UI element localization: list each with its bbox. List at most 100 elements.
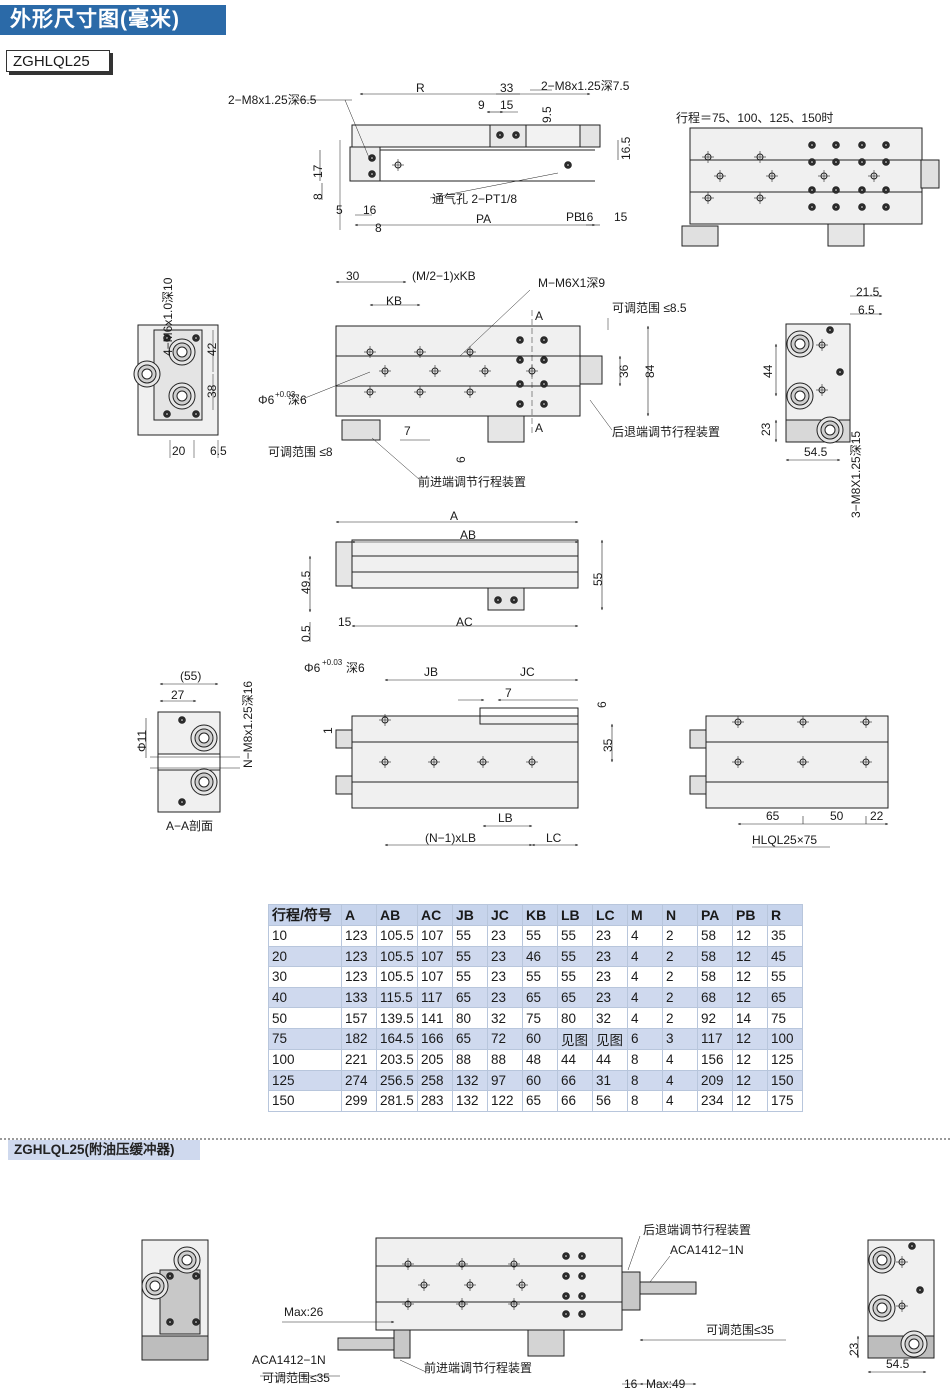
table-cell: 75 (268, 1027, 342, 1050)
svg-text:33: 33 (500, 81, 514, 95)
table-cell: 75 (767, 1007, 803, 1029)
svg-text:54.5: 54.5 (886, 1357, 910, 1371)
table-cell: 75 (522, 1007, 558, 1029)
svg-text:(55): (55) (180, 669, 201, 683)
table-header-cell: KB (522, 904, 558, 926)
table-cell: 107 (417, 966, 453, 988)
svg-text:后退端调节行程装置: 后退端调节行程装置 (612, 424, 720, 439)
table-cell: 283 (417, 1090, 453, 1112)
table-cell: 8 (627, 1069, 663, 1092)
svg-text:9: 9 (478, 98, 485, 112)
table-cell: 见图 (592, 1027, 628, 1050)
table-cell: 88 (452, 1048, 488, 1071)
table-cell: 12 (732, 1027, 768, 1050)
table-cell: 66 (557, 1090, 593, 1112)
table-cell: 4 (627, 945, 663, 968)
table-cell: 88 (487, 1048, 523, 1071)
table-cell: 258 (417, 1069, 453, 1092)
table-header-cell: PB (732, 904, 768, 926)
view-bottom-plan-dims: Φ6 +0.03 深6 JB JC 7 6 1 35 LB (N−1)xLB L… (304, 658, 615, 845)
table-cell: 50 (268, 1007, 342, 1029)
table-header-cell: PA (697, 904, 733, 926)
table-cell: 46 (522, 945, 558, 968)
table-cell: 12 (732, 925, 768, 947)
page-title: 外形尺寸图(毫米) (0, 5, 226, 35)
svg-text:8: 8 (311, 193, 325, 200)
svg-text:JC: JC (520, 665, 535, 679)
table-cell: 107 (417, 945, 453, 968)
table-cell: 2 (662, 945, 698, 968)
view-absorber-end-right (856, 1239, 935, 1374)
table-cell: 4 (662, 1090, 698, 1112)
table-cell: 2 (662, 1007, 698, 1029)
table-cell: 166 (417, 1027, 453, 1050)
table-cell: 2 (662, 966, 698, 988)
view-top-section (298, 89, 619, 230)
table-cell: 23 (487, 966, 523, 988)
svg-text:15: 15 (338, 615, 352, 629)
svg-text:16: 16 (624, 1377, 638, 1391)
svg-text:A: A (535, 309, 543, 323)
svg-text:50: 50 (830, 809, 844, 823)
svg-text:PA: PA (476, 212, 491, 226)
svg-text:前进端调节行程装置: 前进端调节行程装置 (424, 1360, 532, 1375)
svg-text:后退端调节行程装置: 后退端调节行程装置 (643, 1222, 751, 1237)
view-end-left-dims: 4−M6x1.0深10 42 38 20 6.5 (161, 277, 227, 458)
table-cell: 10 (268, 925, 342, 947)
table-cell: 123 (341, 925, 377, 947)
table-cell: 35 (767, 925, 803, 947)
section-title: ZGHLQL25(附油压缓冲器) (8, 1140, 200, 1160)
svg-text:+0.03: +0.03 (322, 658, 343, 667)
table-cell: 68 (697, 986, 733, 1009)
view-side-dims: A AB AC 15 49.5 0.5 55 (299, 509, 605, 642)
svg-text:23: 23 (759, 422, 773, 436)
svg-text:AC: AC (456, 615, 473, 629)
svg-text:Φ6: Φ6 (304, 661, 321, 675)
svg-text:4−M6x1.0深10: 4−M6x1.0深10 (161, 277, 175, 356)
table-cell: 60 (522, 1069, 558, 1092)
svg-text:35: 35 (601, 738, 615, 752)
svg-text:16.5: 16.5 (619, 136, 633, 160)
table-cell: 56 (592, 1090, 628, 1112)
table-cell: 221 (341, 1048, 377, 1071)
table-cell: 45 (767, 945, 803, 968)
table-cell: 3 (662, 1027, 698, 1050)
table-cell: 4 (662, 1069, 698, 1092)
svg-text:Φ11: Φ11 (135, 730, 149, 752)
table-cell: 23 (592, 966, 628, 988)
table-cell: 123 (341, 966, 377, 988)
svg-text:16: 16 (580, 210, 594, 224)
svg-text:42: 42 (205, 342, 219, 356)
table-cell: 12 (732, 945, 768, 968)
table-cell: 65 (452, 1027, 488, 1050)
table-cell: 139.5 (376, 1007, 418, 1029)
table-cell: 40 (268, 986, 342, 1009)
table-cell: 55 (522, 966, 558, 988)
table-cell: 60 (522, 1027, 558, 1050)
table-cell: 175 (767, 1090, 803, 1112)
svg-text:可调范围 ≤8.5: 可调范围 ≤8.5 (612, 301, 687, 315)
model-75-label: HLQL25×75 (752, 833, 817, 847)
svg-text:R: R (416, 81, 425, 95)
table-cell: 256.5 (376, 1069, 418, 1092)
table-cell: 55 (557, 925, 593, 947)
table-header-cell: AC (417, 904, 453, 926)
table-cell: 80 (452, 1007, 488, 1029)
table-cell: 281.5 (376, 1090, 418, 1112)
svg-text:55: 55 (591, 572, 605, 586)
table-cell: 4 (627, 966, 663, 988)
table-cell: 105.5 (376, 925, 418, 947)
table-cell: 65 (452, 986, 488, 1009)
table-cell: 23 (592, 925, 628, 947)
table-cell: 97 (487, 1069, 523, 1092)
table-cell: 23 (487, 925, 523, 947)
svg-text:A: A (535, 421, 543, 435)
table-cell: 12 (732, 1069, 768, 1092)
table-header-cell: LB (557, 904, 593, 926)
view-top-dims: 2−M8x1.25深6.5 2−M8x1.25深7.5 R 33 9 15 9.… (228, 79, 633, 235)
